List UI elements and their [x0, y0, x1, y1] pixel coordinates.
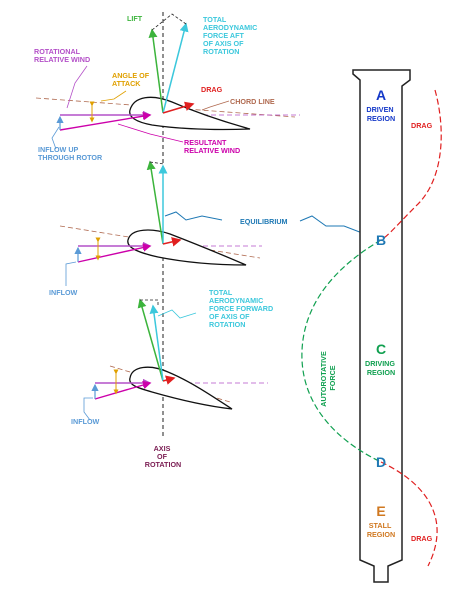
region-a-name: DRIVEN REGION	[366, 105, 395, 123]
inflow-up-label: INFLOW UP THROUGH ROTOR	[38, 145, 103, 162]
drag-vector-mid	[162, 237, 182, 247]
drag-region-top-label: DRAG	[411, 121, 433, 130]
region-c-letter: C	[376, 341, 386, 357]
resultant-wind-arrow	[59, 112, 152, 131]
drag-region-bottom-label: DRAG	[411, 534, 433, 543]
resultant-wind-arrow-mid	[77, 243, 152, 263]
region-c-name: DRIVING REGION	[365, 359, 397, 377]
region-b-letter: B	[376, 232, 386, 248]
airfoil-diagram-equilibrium	[59, 160, 262, 286]
inflow-bottom-label: INFLOW	[71, 417, 100, 426]
lift-vector-mid	[146, 160, 164, 245]
top-labels: LIFT TOTAL AERODYNAMIC FORCE AFT OF AXIS…	[34, 14, 275, 162]
lift-vector	[148, 28, 164, 114]
rotational-wind-label: ROTATIONAL RELATIVE WIND	[34, 47, 90, 64]
region-a-letter: A	[376, 87, 386, 103]
drag-curve-top	[380, 89, 442, 241]
vector-sum-dashes-mid	[149, 161, 165, 165]
region-e-letter: E	[376, 503, 385, 519]
airfoil-bottom	[129, 366, 233, 410]
total-force-fwd-label: TOTAL AERODYNAMIC FORCE FORWARD OF AXIS …	[209, 288, 275, 329]
equilibrium-label: EQUILIBRIUM	[240, 217, 288, 226]
airfoil-mid	[127, 229, 247, 266]
vector-sum-dashes	[151, 13, 187, 31]
airfoil-top	[129, 96, 251, 131]
chord-label-leader	[201, 100, 230, 111]
airfoil-diagram-driven	[35, 13, 300, 131]
autorotative-curve	[301, 239, 382, 463]
equilibrium-connector: EQUILIBRIUM	[164, 211, 371, 238]
total-force-vector	[162, 22, 189, 114]
inflow-bottom-leader	[83, 397, 93, 421]
total-force-fwd-vector	[149, 304, 164, 382]
inflow-mid-leader	[65, 261, 77, 286]
lift-vector-bottom	[137, 298, 164, 382]
resultant-wind-label: RESULTANT RELATIVE WIND	[184, 138, 240, 155]
total-force-aft-label: TOTAL AERODYNAMIC FORCE AFT OF AXIS OF R…	[203, 15, 259, 56]
angle-of-attack-label: ANGLE OF ATTACK	[112, 71, 151, 88]
drag-vector	[162, 101, 195, 114]
vector-sum-dashes-bottom	[140, 299, 159, 306]
drag-arrow-label: DRAG	[201, 85, 223, 94]
blade-outline	[352, 69, 411, 583]
total-fwd-leader	[157, 309, 197, 319]
chord-line-label: CHORD LINE	[230, 97, 275, 106]
drag-vector-bottom	[162, 375, 176, 385]
resultant-label-leader	[117, 123, 184, 143]
inflow-up-label-leader	[51, 126, 60, 150]
inflow-mid-label: INFLOW	[49, 288, 78, 297]
region-labels: A DRIVEN REGION B C DRIVING REGION D E S…	[365, 87, 397, 539]
region-e-name: STALL REGION	[367, 521, 395, 539]
airfoil-diagram-driving	[83, 298, 268, 421]
autorotative-force-label: AUTOROTATIVE FORCE	[319, 349, 337, 407]
rotor-blade	[352, 69, 411, 583]
force-curve: DRAG DRAG AUTOROTATIVE FORCE	[301, 89, 442, 567]
rot-wind-label-leader	[66, 65, 88, 109]
angle-label-leader	[100, 90, 127, 102]
chord-line-mid	[59, 225, 261, 259]
resultant-wind-arrow-bottom	[94, 380, 152, 400]
lift-label: LIFT	[127, 14, 143, 23]
drag-curve-bottom	[380, 461, 438, 567]
axis-of-rotation-label: AXIS OF ROTATION	[145, 444, 181, 469]
region-d-letter: D	[376, 454, 386, 470]
